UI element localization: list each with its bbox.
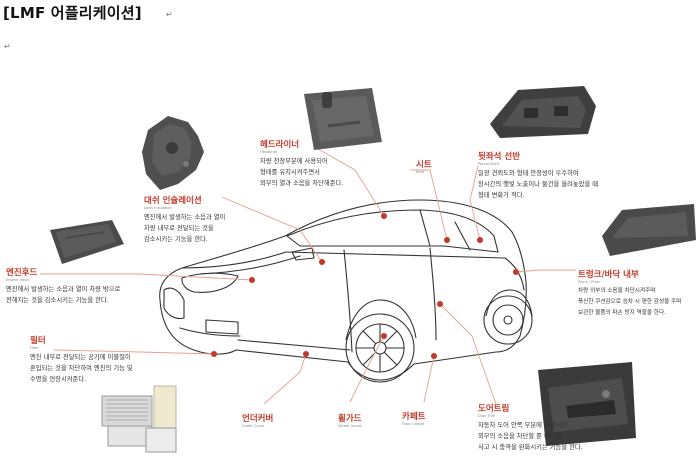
part-name: 헤드라이너 (260, 140, 300, 150)
leader-line-under-cover (263, 353, 307, 405)
parcel-shelf-photo (490, 86, 596, 138)
part-label-parcel-shelf: 뒷좌석 선반 Parcel Shelf 일광 견뢰도와 형태 안정성이 우수하여… (478, 152, 598, 201)
leader-line-seat (410, 169, 448, 241)
paragraph-mark: ↵ (4, 42, 11, 51)
part-sub: Wheel Guard (338, 424, 362, 428)
part-sub: Seat (416, 170, 425, 174)
leader-line-engine-hood (40, 273, 253, 281)
leader-line-dash-insulation (221, 196, 323, 263)
marker-dot-floor-carpet (431, 353, 437, 359)
part-label-wheel-guard: 휠가드 Wheel Guard (338, 414, 361, 429)
marker-dot-engine-hood (249, 277, 255, 283)
marker-dot-under-cover (303, 351, 309, 357)
part-label-engine-hood: 엔진후드 Engine Hood 엔진에서 발생하는 소음과 열이 차량 밖으로… (6, 268, 120, 306)
marker-dot-seat (444, 237, 450, 243)
part-sub: Trunk / Floor (578, 280, 601, 284)
leader-line-floor-carpet (423, 355, 435, 403)
marker-dot-trunk-floor (513, 269, 519, 275)
door-trim-photo (538, 362, 636, 446)
engine-hood-photo (50, 220, 124, 264)
part-label-dash-insulation: 대쉬 인슐레이션 Dash Insulation 엔진에서 발생하는 소음과 열… (144, 196, 225, 245)
part-sub: Headliner (260, 150, 278, 154)
part-name: 도어트림 (478, 404, 510, 414)
part-sub: Engine Hood (6, 278, 29, 282)
page-title: [LMF 어플리케이션] (3, 4, 142, 22)
part-name: 필터 (30, 336, 46, 346)
filter-photo (101, 385, 177, 453)
leader-line-wheel-guard (349, 335, 385, 403)
part-label-seat: 시트 Seat (416, 160, 432, 175)
part-label-trunk-floor: 트렁크/바닥 내부 Trunk / Floor 차량 외부의 소음을 차단시켜주… (578, 270, 681, 319)
part-name: 카페트 (402, 412, 426, 422)
part-name: 휠가드 (338, 414, 362, 424)
car-body-illustration (159, 199, 527, 381)
part-name: 트렁크/바닥 내부 (578, 270, 639, 280)
part-sub: Under Cover (242, 424, 265, 428)
leader-line-parcel-shelf (469, 165, 481, 241)
marker-dot-filter (211, 351, 217, 357)
part-name: 엔진후드 (6, 268, 38, 278)
part-sub: Filter (30, 346, 39, 350)
headliner-photo (304, 88, 382, 150)
marker-dot-parcel-shelf (477, 237, 483, 243)
marker-dot-dash-insulation (319, 259, 325, 265)
leader-line-door-trim (439, 303, 497, 405)
paragraph-mark: ↵ (166, 10, 173, 19)
marker-dot-door-trim (437, 301, 443, 307)
leader-line-trunk-floor (515, 269, 576, 273)
leader-line-filter (53, 349, 215, 355)
trunk-floor-photo (602, 204, 696, 256)
part-name: 뒷좌석 선반 (478, 152, 521, 162)
part-name: 대쉬 인슐레이션 (144, 196, 202, 206)
dash-insulation-photo (142, 116, 204, 190)
wheel-illustration (345, 289, 533, 383)
part-label-under-cover: 언더커버 Under Cover (242, 414, 273, 429)
part-sub: Parcel Shelf (478, 162, 499, 166)
part-name: 시트 (416, 160, 432, 170)
part-sub: Floor Carpet (402, 422, 425, 426)
part-name: 언더커버 (242, 414, 274, 424)
marker-dot-wheel-guard (381, 333, 387, 339)
marker-dot-headliner (381, 213, 387, 219)
part-sub: Dash Insulation (144, 206, 172, 210)
part-sub: Door Trim (478, 414, 496, 418)
part-label-floor-carpet: 카페트 Floor Carpet (402, 412, 425, 427)
